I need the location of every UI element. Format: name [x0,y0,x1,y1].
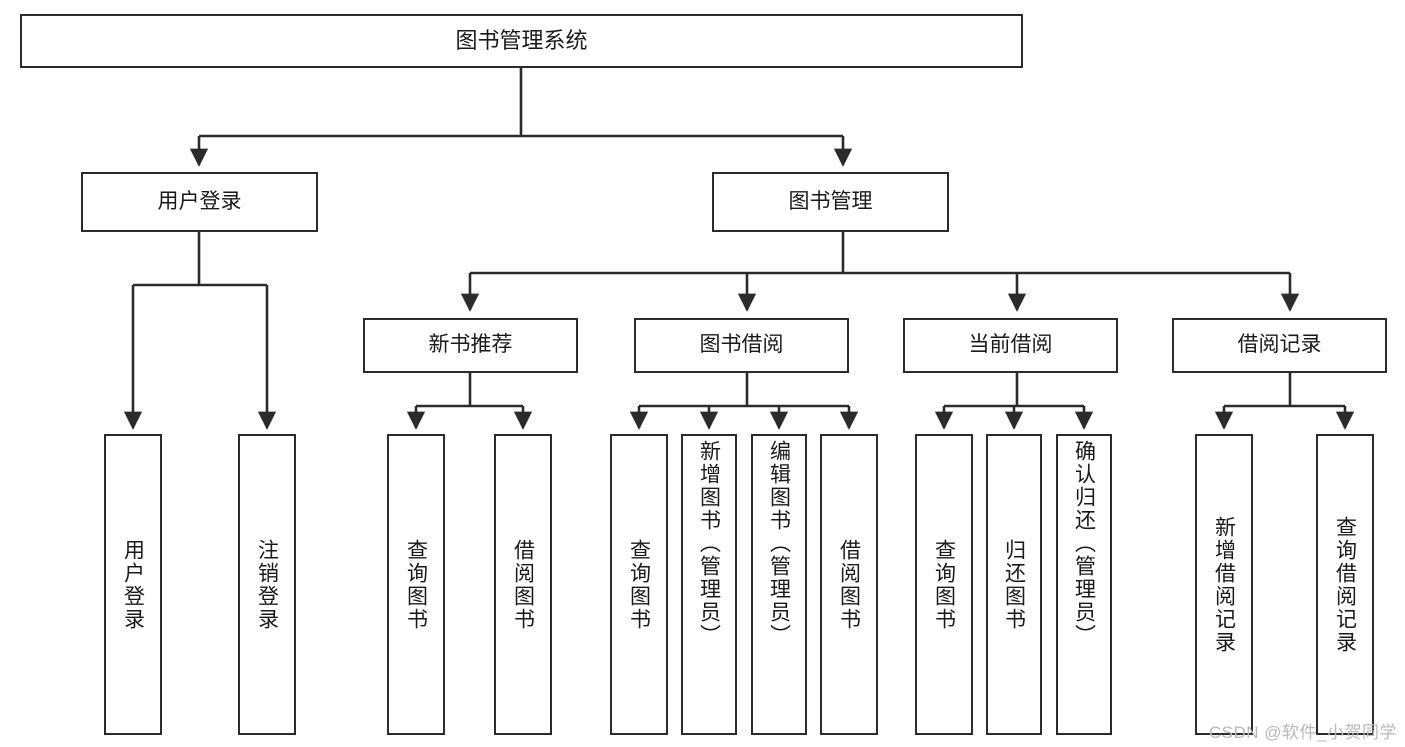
node-borrow-record[interactable]: 借阅记录 [1172,318,1387,373]
leaf-user-login-logout[interactable]: 注销登录 [238,434,296,735]
node-book-borrow-label: 图书借阅 [699,333,784,357]
leaf-borrow-edit-book-admin-label: 编辑图书（管理员） [767,440,791,647]
node-current-borrow-label: 当前借阅 [968,333,1053,357]
leaf-current-return-book-label: 归还图书 [1002,538,1026,631]
node-book-borrow[interactable]: 图书借阅 [634,318,849,373]
node-borrow-record-label: 借阅记录 [1237,333,1322,357]
leaf-record-query-record-label: 查询借阅记录 [1333,515,1357,654]
leaf-current-return-book[interactable]: 归还图书 [986,434,1042,735]
leaf-borrow-add-book-admin[interactable]: 新增图书（管理员） [681,434,737,735]
leaf-user-login-logout-label: 注销登录 [255,538,279,631]
leaf-borrow-edit-book-admin[interactable]: 编辑图书（管理员） [751,434,807,735]
node-current-borrow[interactable]: 当前借阅 [903,318,1118,373]
leaf-borrow-query-book[interactable]: 查询图书 [610,434,668,735]
leaf-current-query-book[interactable]: 查询图书 [915,434,973,735]
node-user-login-label: 用户登录 [157,189,242,213]
csdn-watermark: CSDN @软件_小贺同学 [1208,723,1397,742]
leaf-current-confirm-return-admin[interactable]: 确认归还（管理员） [1056,434,1112,735]
leaf-user-login-login[interactable]: 用户登录 [104,434,162,735]
leaf-new-book-borrow-book[interactable]: 借阅图书 [494,434,552,735]
leaf-new-book-query-book[interactable]: 查询图书 [387,434,445,735]
leaf-record-query-record[interactable]: 查询借阅记录 [1316,434,1374,735]
node-user-login[interactable]: 用户登录 [81,172,318,232]
leaf-current-confirm-return-admin-label: 确认归还（管理员） [1072,440,1096,647]
node-new-book-recommendation[interactable]: 新书推荐 [363,318,578,373]
node-book-management-label: 图书管理 [788,189,873,213]
leaf-record-add-record-label: 新增借阅记录 [1212,515,1236,654]
node-new-book-recommendation-label: 新书推荐 [428,333,513,357]
leaf-new-book-query-book-label: 查询图书 [404,538,428,631]
leaf-borrow-query-book-label: 查询图书 [627,538,651,631]
node-root-label: 图书管理系统 [455,28,588,54]
leaf-new-book-borrow-book-label: 借阅图书 [511,538,535,631]
leaf-user-login-login-label: 用户登录 [121,538,145,631]
node-root-book-management-system[interactable]: 图书管理系统 [20,14,1023,68]
leaf-current-query-book-label: 查询图书 [932,538,956,631]
leaf-borrow-borrow-book[interactable]: 借阅图书 [820,434,878,735]
leaf-borrow-add-book-admin-label: 新增图书（管理员） [697,440,721,647]
node-book-management[interactable]: 图书管理 [712,172,949,232]
leaf-borrow-borrow-book-label: 借阅图书 [837,538,861,631]
leaf-record-add-record[interactable]: 新增借阅记录 [1195,434,1253,735]
